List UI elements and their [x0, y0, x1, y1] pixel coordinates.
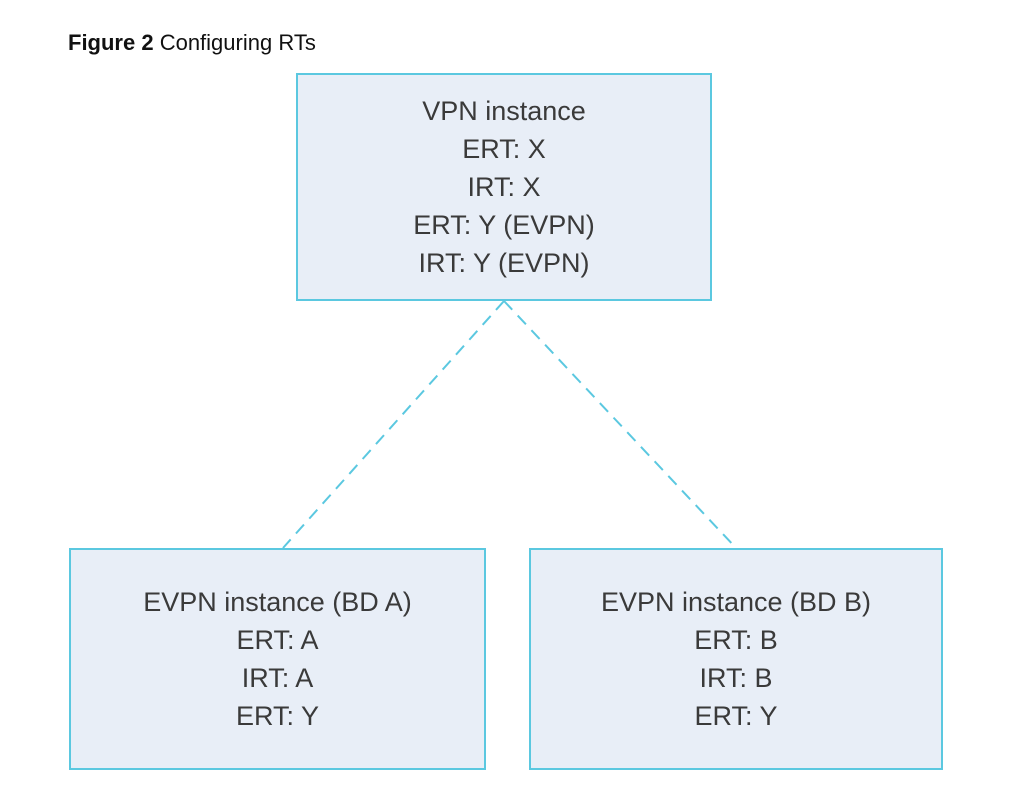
- bd-b-ert-y: ERT: Y: [694, 701, 778, 731]
- edge-vpn-to-bd-a: [282, 300, 505, 549]
- edge-vpn-to-bd-b: [503, 300, 737, 549]
- bd-a-irt-a: IRT: A: [241, 663, 314, 693]
- bd-b-ert-b: ERT: B: [694, 625, 778, 655]
- evpn-instance-bd-b-box: EVPN instance (BD B) ERT: B IRT: B ERT: …: [529, 548, 943, 770]
- vpn-instance-title: VPN instance: [422, 96, 586, 126]
- vpn-ert-y-evpn: ERT: Y (EVPN): [413, 210, 595, 240]
- vpn-irt-x: IRT: X: [467, 172, 541, 202]
- vpn-irt-y-evpn: IRT: Y (EVPN): [418, 248, 590, 278]
- figure-caption: Figure 2 Configuring RTs: [68, 30, 316, 56]
- evpn-instance-bd-a-box: EVPN instance (BD A) ERT: A IRT: A ERT: …: [69, 548, 486, 770]
- bd-a-ert-y: ERT: Y: [235, 701, 320, 731]
- vpn-instance-box: VPN instance ERT: X IRT: X ERT: Y (EVPN)…: [296, 73, 712, 301]
- bd-a-ert-a: ERT: A: [236, 625, 319, 655]
- figure-number: Figure 2: [68, 30, 154, 55]
- bd-a-title: EVPN instance (BD A): [143, 587, 412, 617]
- bd-b-title: EVPN instance (BD B): [600, 587, 872, 617]
- bd-b-irt-b: IRT: B: [699, 663, 773, 693]
- figure-title: Configuring RTs: [159, 30, 316, 55]
- vpn-ert-x: ERT: X: [462, 134, 546, 164]
